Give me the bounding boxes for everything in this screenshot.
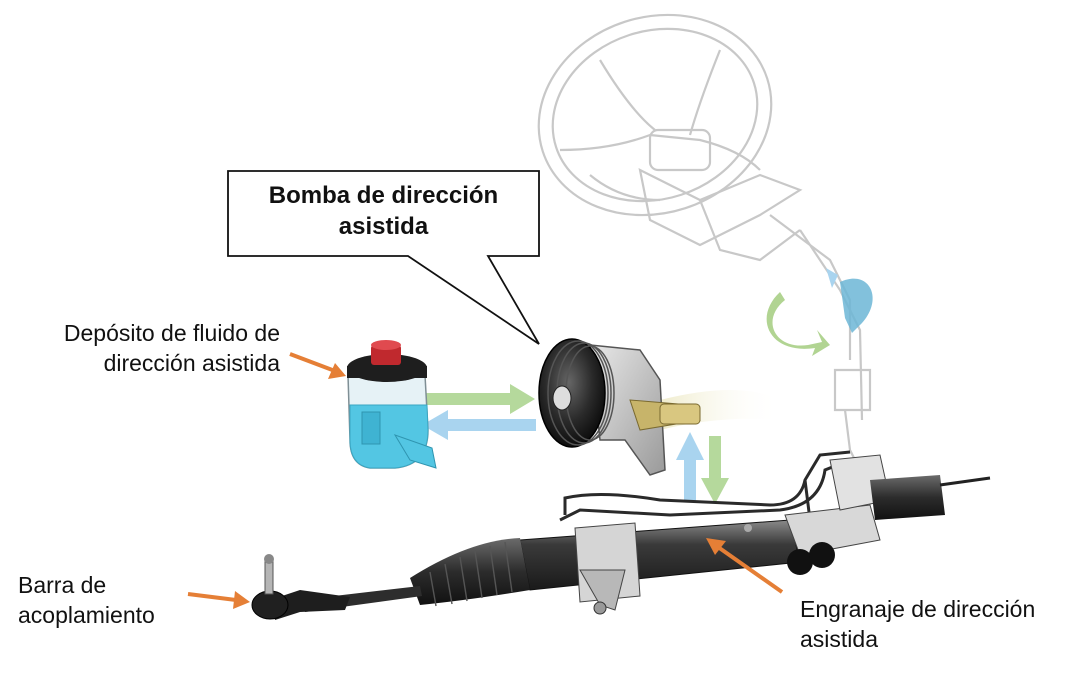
tie-rod-label-line-1: Barra de bbox=[18, 572, 107, 598]
steering-gear-label: Engranaje de dirección asistida bbox=[800, 594, 1085, 654]
pointer-arrows bbox=[187, 352, 784, 609]
steering-gear-label-line-2: asistida bbox=[800, 626, 878, 652]
reservoir-label-line-1: Depósito de fluido de bbox=[63, 320, 280, 346]
reservoir-icon bbox=[347, 340, 437, 469]
tie-rod-label: Barra de acoplamiento bbox=[18, 570, 188, 630]
reservoir-label-line-2: dirección asistida bbox=[103, 350, 280, 376]
flow-arrow-up bbox=[676, 432, 704, 502]
steering-rack-icon bbox=[410, 454, 991, 615]
tie-rod-icon bbox=[251, 554, 422, 620]
tie-rod-label-line-2: acoplamiento bbox=[18, 602, 155, 628]
pump-label-line-1: Bomba de dirección bbox=[268, 182, 499, 209]
flow-arrow-down bbox=[701, 436, 729, 504]
flow-arrow-return bbox=[422, 410, 536, 440]
rotation-arrows-icon bbox=[766, 268, 873, 356]
callout-box bbox=[227, 170, 540, 345]
pointer-arrow-deposito bbox=[289, 352, 346, 379]
flow-arrow-supply bbox=[420, 384, 535, 414]
pointer-arrow-engranaje bbox=[706, 538, 784, 594]
reservoir-label: Depósito de fluido de dirección asistida bbox=[18, 318, 280, 378]
pointer-arrow-barra bbox=[187, 591, 250, 609]
steering-gear-label-line-1: Engranaje de dirección bbox=[800, 596, 1036, 622]
hydraulic-lines bbox=[559, 450, 851, 522]
pump-callout-label: Bomba de dirección asistida bbox=[228, 180, 539, 242]
pump-label-line-2: asistida bbox=[338, 213, 429, 240]
pump-icon bbox=[538, 338, 701, 476]
